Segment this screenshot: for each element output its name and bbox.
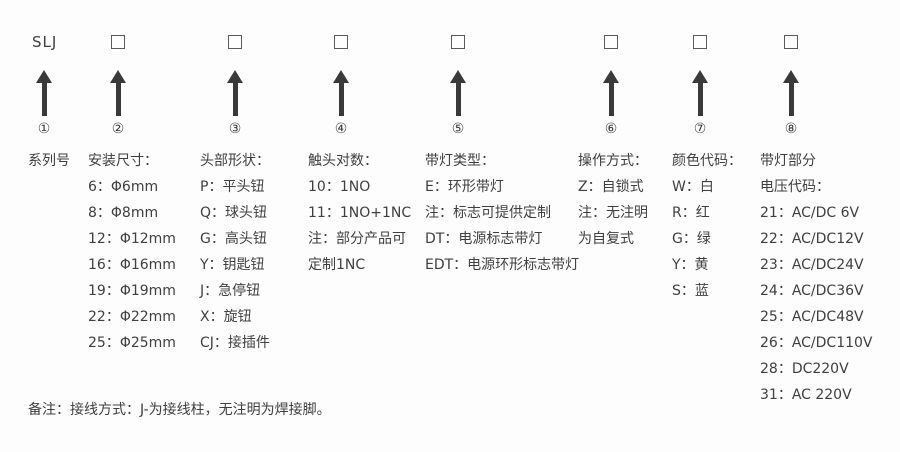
code-box	[228, 35, 242, 49]
arrow-head	[450, 70, 466, 83]
column-number: ②	[111, 121, 125, 137]
column-header: 安装尺寸：	[88, 153, 158, 169]
column-header: 系列号	[28, 153, 70, 169]
column-item: 26：AC/DC110V	[760, 335, 873, 351]
column-item: 22：AC/DC12V	[760, 231, 864, 247]
column-item: J：急停钮	[200, 283, 261, 299]
column-number: ⑦	[693, 121, 707, 137]
column-item: P：平头钮	[200, 179, 265, 195]
arrow-shaft	[608, 83, 614, 116]
column-number: ⑧	[784, 121, 798, 137]
arrow-head	[333, 70, 349, 83]
footnote: 备注：接线方式：J-为接线柱，无注明为焊接脚。	[28, 402, 331, 418]
column-number: ④	[334, 121, 348, 137]
column-item: Z：自锁式	[578, 179, 644, 195]
arrow-head	[692, 70, 708, 83]
arrow-head	[603, 70, 619, 83]
column-header: 带灯部分	[760, 153, 816, 169]
column-item: 31：AC 220V	[760, 387, 852, 403]
column-item: CJ：接插件	[200, 335, 270, 351]
column-item: 定制1NC	[308, 257, 366, 273]
column-item: 6：Φ6mm	[88, 179, 159, 195]
column-item: X：旋钮	[200, 309, 252, 325]
arrow-head	[36, 70, 52, 83]
up-arrow-icon	[332, 70, 350, 116]
column-item: G：高头钮	[200, 231, 267, 247]
series-code-label: SLJ	[32, 33, 58, 51]
arrow-head	[783, 70, 799, 83]
column-header: 电压代码：	[760, 179, 830, 195]
column-header: 触头对数：	[308, 153, 378, 169]
column-item: 为自复式	[578, 231, 634, 247]
up-arrow-icon	[691, 70, 709, 116]
code-box	[451, 35, 465, 49]
column-item: 21：AC/DC 6V	[760, 205, 860, 221]
column-item: 12：Φ12mm	[88, 231, 176, 247]
column-header: 颜色代码：	[672, 153, 742, 169]
up-arrow-icon	[35, 70, 53, 116]
column-item: 28：DC220V	[760, 361, 849, 377]
column-header: 头部形状：	[200, 153, 270, 169]
column-item: 10：1NO	[308, 179, 371, 195]
code-box	[604, 35, 618, 49]
column-item: 注：标志可提供定制	[425, 205, 551, 221]
column-item: S：蓝	[672, 283, 709, 299]
code-box	[784, 35, 798, 49]
column-item: 19：Φ19mm	[88, 283, 176, 299]
column-item: 22：Φ22mm	[88, 309, 176, 325]
arrow-shaft	[455, 83, 461, 116]
arrow-shaft	[338, 83, 344, 116]
column-item: EDT：电源环形标志带灯	[425, 257, 580, 273]
column-number: ⑥	[604, 121, 618, 137]
code-box	[111, 35, 125, 49]
column-item: Y：黄	[672, 257, 709, 273]
column-number: ③	[228, 121, 242, 137]
up-arrow-icon	[782, 70, 800, 116]
up-arrow-icon	[449, 70, 467, 116]
column-item: Q：球头钮	[200, 205, 268, 221]
column-item: 注：部分产品可	[308, 231, 406, 247]
column-item: 23：AC/DC24V	[760, 257, 864, 273]
arrow-shaft	[232, 83, 238, 116]
column-item: 25：Φ25mm	[88, 335, 176, 351]
column-item: G：绿	[672, 231, 711, 247]
column-number: ①	[37, 121, 51, 137]
arrow-head	[227, 70, 243, 83]
up-arrow-icon	[109, 70, 127, 116]
arrow-shaft	[115, 83, 121, 116]
up-arrow-icon	[226, 70, 244, 116]
arrow-shaft	[697, 83, 703, 116]
up-arrow-icon	[602, 70, 620, 116]
arrow-shaft	[788, 83, 794, 116]
column-number: ⑤	[451, 121, 465, 137]
column-item: DT：电源标志带灯	[425, 231, 543, 247]
column-item: 25：AC/DC48V	[760, 309, 864, 325]
column-item: 16：Φ16mm	[88, 257, 176, 273]
column-item: Y：钥匙钮	[200, 257, 265, 273]
code-box	[334, 35, 348, 49]
column-item: W：白	[672, 179, 714, 195]
column-item: E：环形带灯	[425, 179, 504, 195]
code-box	[693, 35, 707, 49]
column-item: 11：1NO+1NC	[308, 205, 412, 221]
column-item: R：红	[672, 205, 710, 221]
arrow-shaft	[41, 83, 47, 116]
column-header: 带灯类型：	[425, 153, 495, 169]
column-item: 24：AC/DC36V	[760, 283, 864, 299]
arrow-head	[110, 70, 126, 83]
column-item: 注：无注明	[578, 205, 648, 221]
column-header: 操作方式：	[578, 153, 648, 169]
column-item: 8：Φ8mm	[88, 205, 159, 221]
